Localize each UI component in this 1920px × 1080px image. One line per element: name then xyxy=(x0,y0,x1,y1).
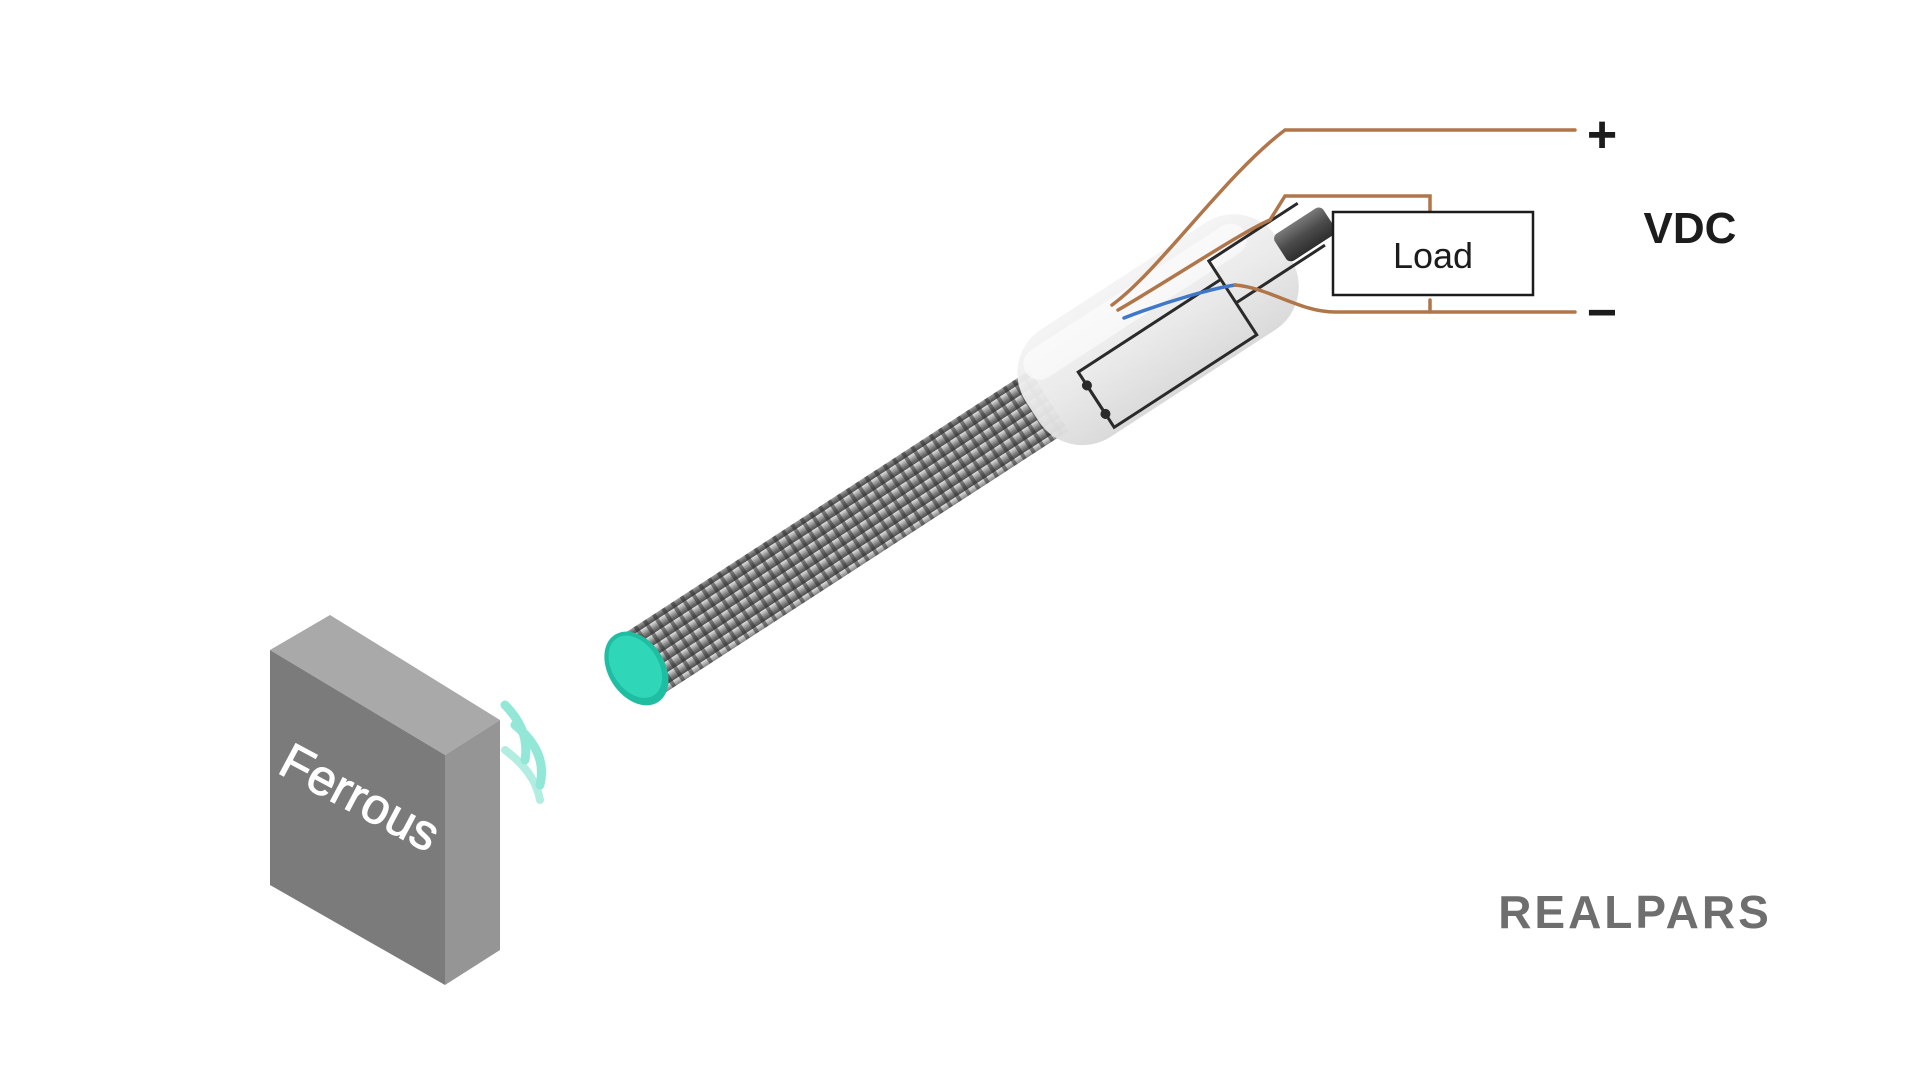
load-label: Load xyxy=(1393,235,1473,276)
load-box: Load xyxy=(1331,210,1535,297)
wiring xyxy=(1110,128,1577,320)
block-top-face xyxy=(270,615,500,755)
blue-wire xyxy=(1122,283,1237,320)
ferrous-block-icon: Ferrous xyxy=(270,615,500,985)
threaded-barrel xyxy=(618,370,1069,698)
plus-terminal-label: + xyxy=(1587,106,1617,164)
block-side-face xyxy=(445,720,500,985)
brown-wire-plus xyxy=(1110,128,1577,307)
load-return-wire xyxy=(1233,283,1577,314)
inductive-sensor-icon xyxy=(604,201,1336,706)
supply-voltage-label: VDC xyxy=(1644,204,1737,253)
clear-housing xyxy=(1017,214,1299,446)
signal-wave-icon xyxy=(500,700,547,804)
realpars-logo: REALPARS xyxy=(1498,886,1772,938)
block-front-face xyxy=(270,650,445,985)
brown-wire-load xyxy=(1116,194,1432,312)
minus-terminal-label: − xyxy=(1587,284,1617,342)
sensor-cable xyxy=(1274,207,1336,262)
